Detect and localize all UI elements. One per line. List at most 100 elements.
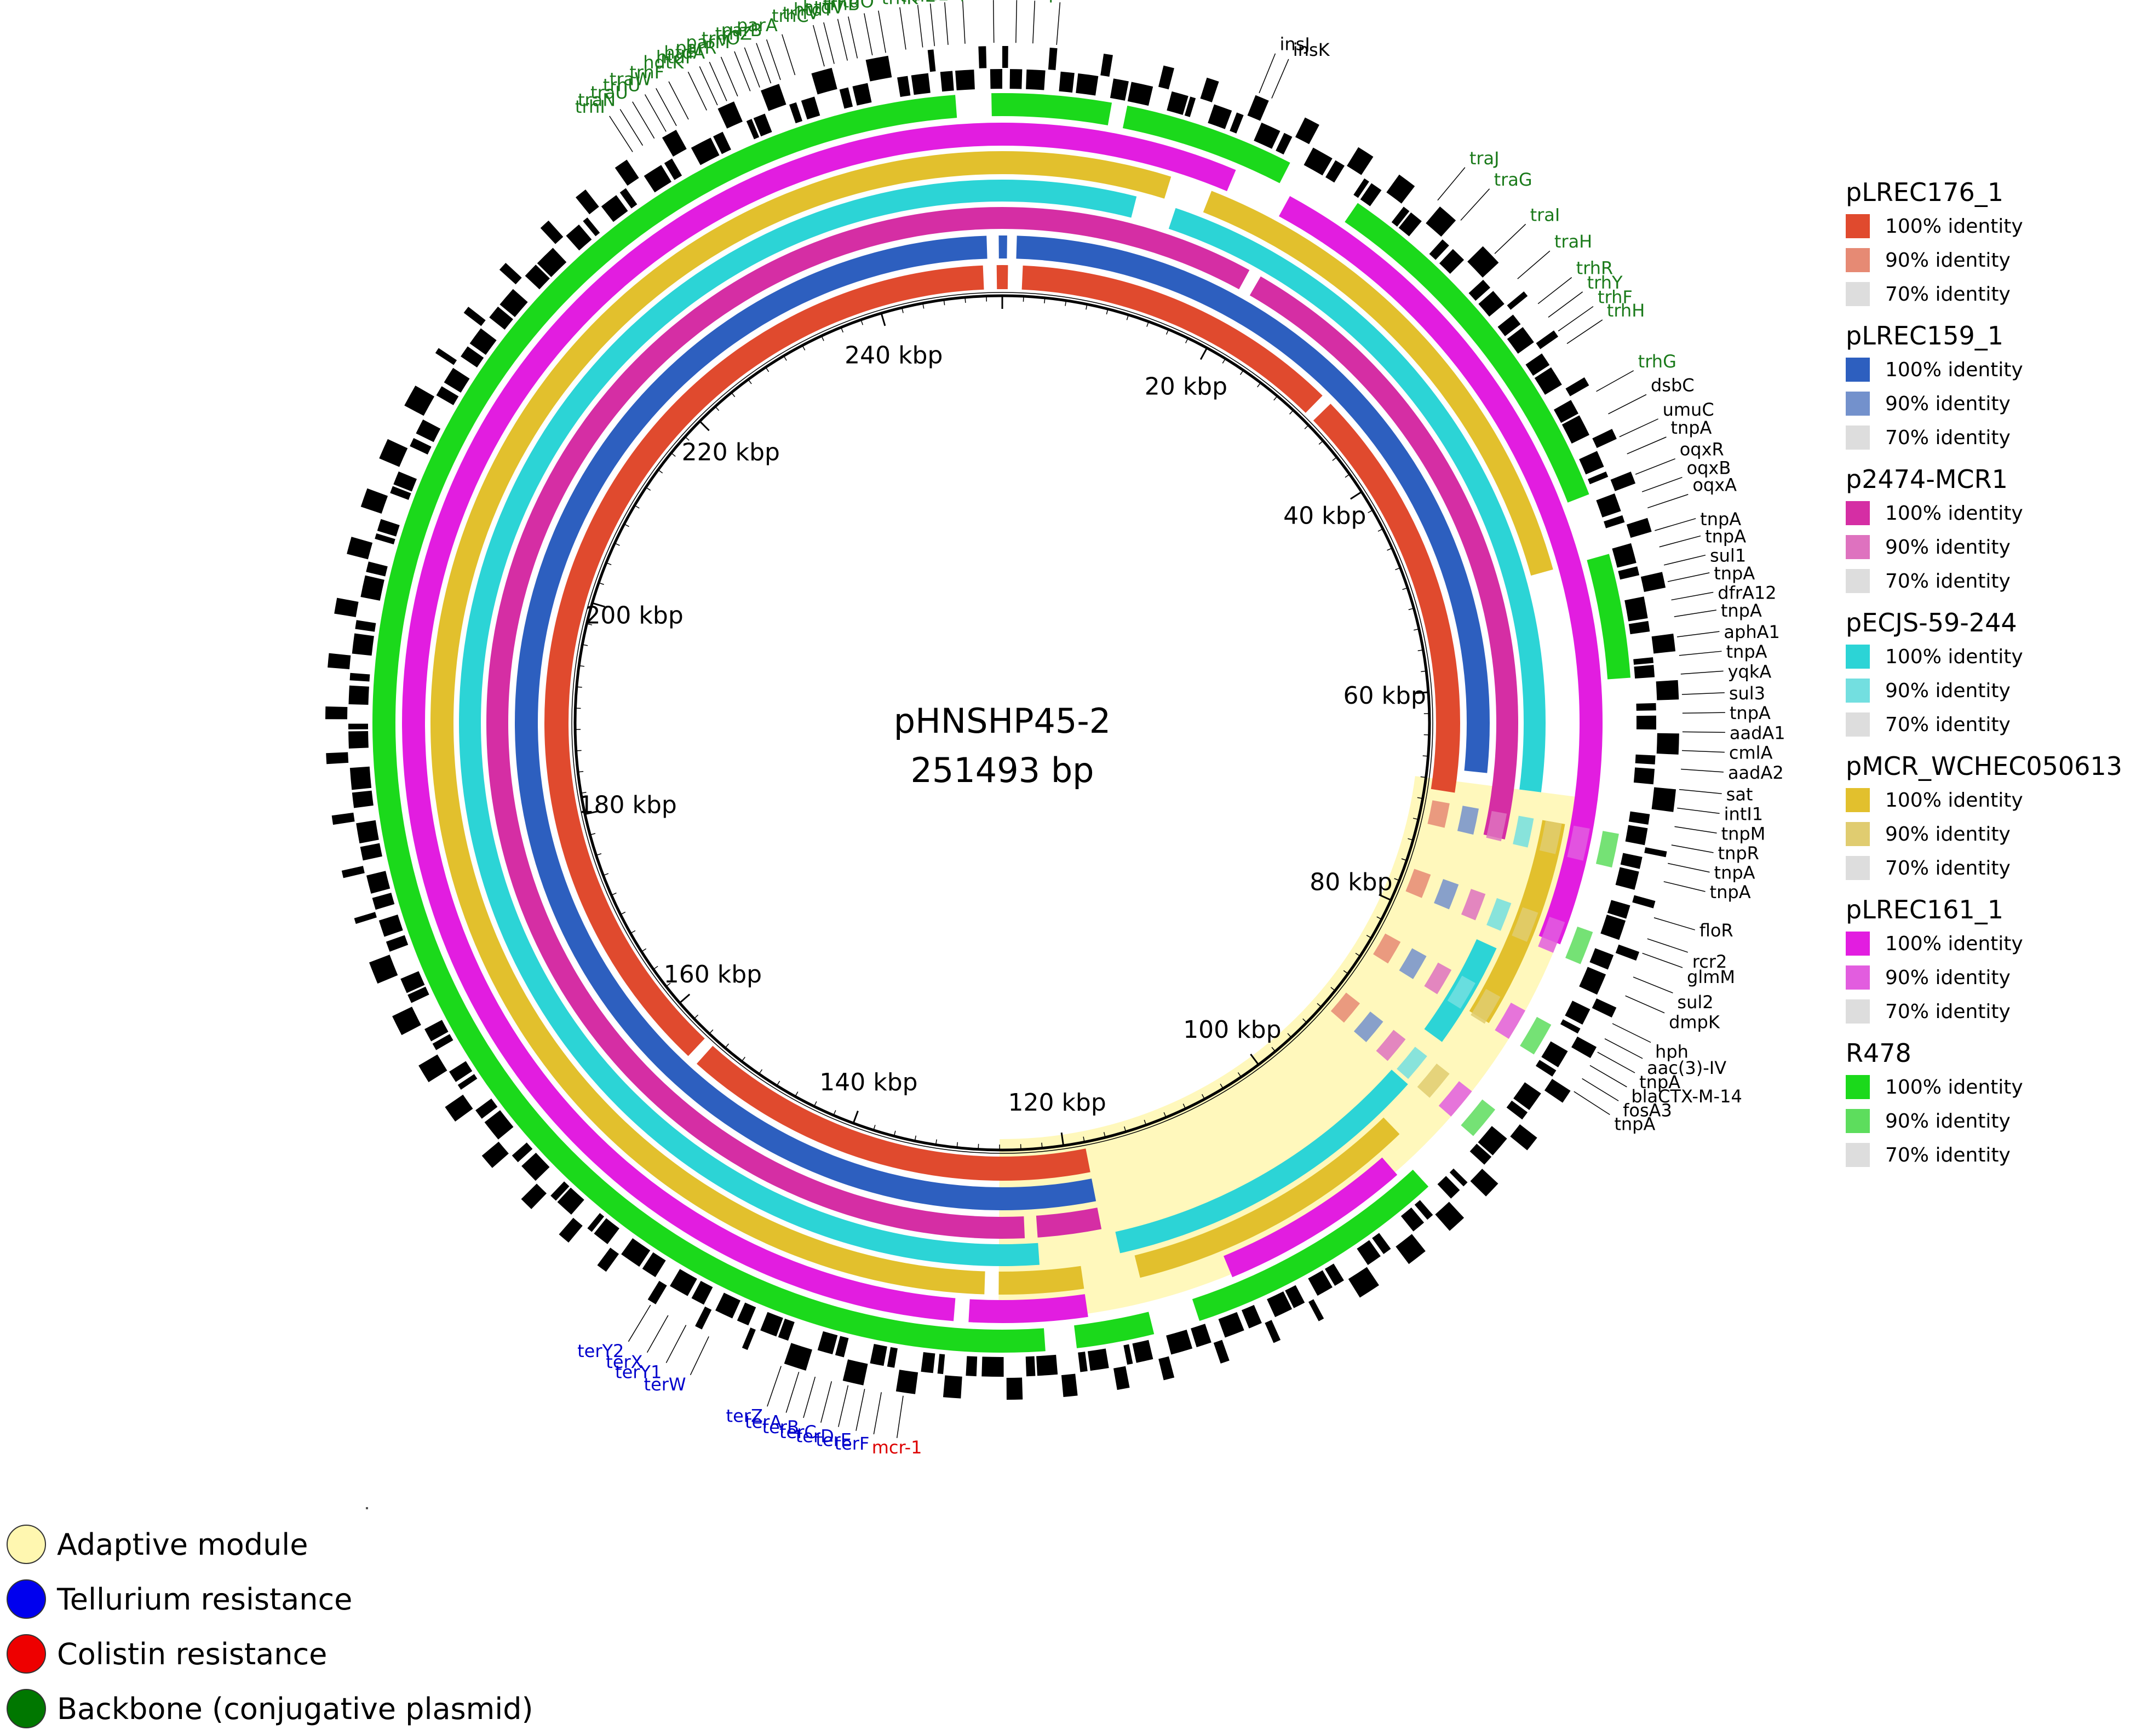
legend-identity-label: 90% identity <box>1885 536 2011 559</box>
cds-arrow <box>615 160 639 186</box>
cds-arrow <box>1641 572 1666 592</box>
gene-leader-line <box>666 1325 686 1363</box>
legend-item: 100% identity <box>1846 353 2131 387</box>
gene-leader-line <box>1674 826 1716 833</box>
cds-arrow <box>1088 1348 1109 1371</box>
gene-leader-line <box>1608 394 1646 413</box>
legend-identity-label: 70% identity <box>1885 283 2011 306</box>
cds-arrow <box>818 1331 838 1354</box>
cds-arrow <box>1248 95 1269 121</box>
cds-arrow <box>1626 825 1648 846</box>
cds-arrow <box>418 1055 447 1083</box>
legend-identity-label: 70% identity <box>1885 1001 2011 1023</box>
gene-leader-line <box>1574 1091 1610 1114</box>
cds-arrow <box>1426 206 1456 237</box>
cds-arrow <box>355 620 376 631</box>
cds-arrow <box>1348 1267 1379 1298</box>
cds-arrow <box>670 1269 697 1296</box>
gene-leader-line <box>756 43 771 83</box>
cds-arrow <box>541 221 564 244</box>
cds-arrow <box>521 1183 547 1209</box>
cds-arrow <box>1579 451 1604 475</box>
cds-arrow <box>379 915 403 937</box>
cds-arrow <box>369 955 398 984</box>
gene-label: oqxR <box>1680 439 1724 460</box>
gene-leader-line <box>874 1392 881 1434</box>
cds-arrow <box>1621 853 1643 869</box>
gene-leader-line <box>647 1315 668 1353</box>
gene-leader-line <box>1672 592 1714 600</box>
cds-arrow <box>1230 112 1243 133</box>
cds-arrow <box>1158 66 1174 90</box>
cds-arrow <box>404 386 434 416</box>
cds-arrow <box>1635 755 1656 764</box>
cds-arrow <box>372 893 395 910</box>
kbp-label: 220 kbp <box>682 439 780 467</box>
gene-leader-line <box>1664 555 1706 565</box>
cds-arrow <box>990 69 1002 89</box>
cds-arrow <box>835 1336 849 1358</box>
gene-leader-line <box>1654 918 1695 930</box>
gene-leader-line <box>669 82 688 119</box>
cds-arrow <box>1636 703 1656 711</box>
gene-leader-line <box>782 35 795 75</box>
gene-label: sat <box>1726 784 1753 804</box>
cds-arrow <box>366 871 390 894</box>
gene-label: sul3 <box>1729 683 1765 704</box>
kbp-label: 180 kbp <box>579 791 677 819</box>
cds-arrow <box>1592 429 1617 448</box>
kbp-major-tick <box>853 1111 858 1123</box>
cds-arrow <box>1132 1340 1153 1363</box>
cds-arrow <box>1637 716 1656 729</box>
legend-swatch <box>1846 426 1870 450</box>
gene-leader-line <box>1647 939 1688 952</box>
kbp-minor-tick <box>1290 410 1294 414</box>
kbp-label: 60 kbp <box>1343 682 1426 710</box>
legend-identity-label: 90% identity <box>1885 967 2011 989</box>
legend-swatch <box>1846 282 1870 306</box>
legend-swatch <box>1846 392 1870 416</box>
cds-arrow <box>1123 1344 1133 1365</box>
cds-arrow <box>887 1347 898 1368</box>
gene-leader-line <box>1681 769 1724 772</box>
cds-arrow <box>1438 1176 1460 1198</box>
cds-arrow <box>840 88 853 109</box>
cds-arrow <box>1128 82 1153 106</box>
gene-label: trhH <box>1607 300 1645 321</box>
legend-swatch <box>1846 214 1870 238</box>
gene-leader-line <box>1633 977 1673 993</box>
cds-arrow <box>1467 246 1498 278</box>
gene-leader-line <box>1620 419 1658 437</box>
legend-item: 70% identity <box>1846 708 2131 741</box>
cds-arrow <box>392 1007 421 1035</box>
cds-arrow <box>356 820 379 843</box>
gene-leader-line <box>1259 54 1275 93</box>
cds-arrow <box>482 1142 509 1168</box>
gene-leader-line <box>1558 307 1593 331</box>
gene-leader-line <box>1538 278 1571 304</box>
gene-leader-line <box>1612 1024 1651 1042</box>
cds-arrow <box>621 1238 650 1267</box>
legend-track-name: pLREC159_1 <box>1846 319 2131 353</box>
cds-arrow <box>938 1354 945 1374</box>
cds-arrow <box>1541 1041 1567 1067</box>
cds-arrow <box>410 438 431 455</box>
gene-leader-line <box>1683 712 1725 713</box>
gene-label: intI1 <box>1724 803 1764 824</box>
gene-leader-line <box>1647 495 1688 508</box>
cds-arrow <box>966 1356 977 1376</box>
cds-arrow <box>1439 249 1464 274</box>
legend-item: 100% identity <box>1846 1070 2131 1104</box>
cds-arrow <box>1656 680 1679 700</box>
gene-leader-line <box>709 62 727 101</box>
cds-arrow <box>386 935 408 952</box>
gene-leader-line <box>837 19 847 61</box>
cds-arrow <box>911 73 931 95</box>
gene-leader-line <box>1672 845 1714 853</box>
kbp-minor-tick <box>576 750 582 751</box>
gene-label: dmpK <box>1669 1012 1720 1033</box>
backbone-swatch <box>7 1689 46 1728</box>
gene-leader-line <box>931 4 935 47</box>
legend-identity-label: 90% identity <box>1885 680 2011 702</box>
